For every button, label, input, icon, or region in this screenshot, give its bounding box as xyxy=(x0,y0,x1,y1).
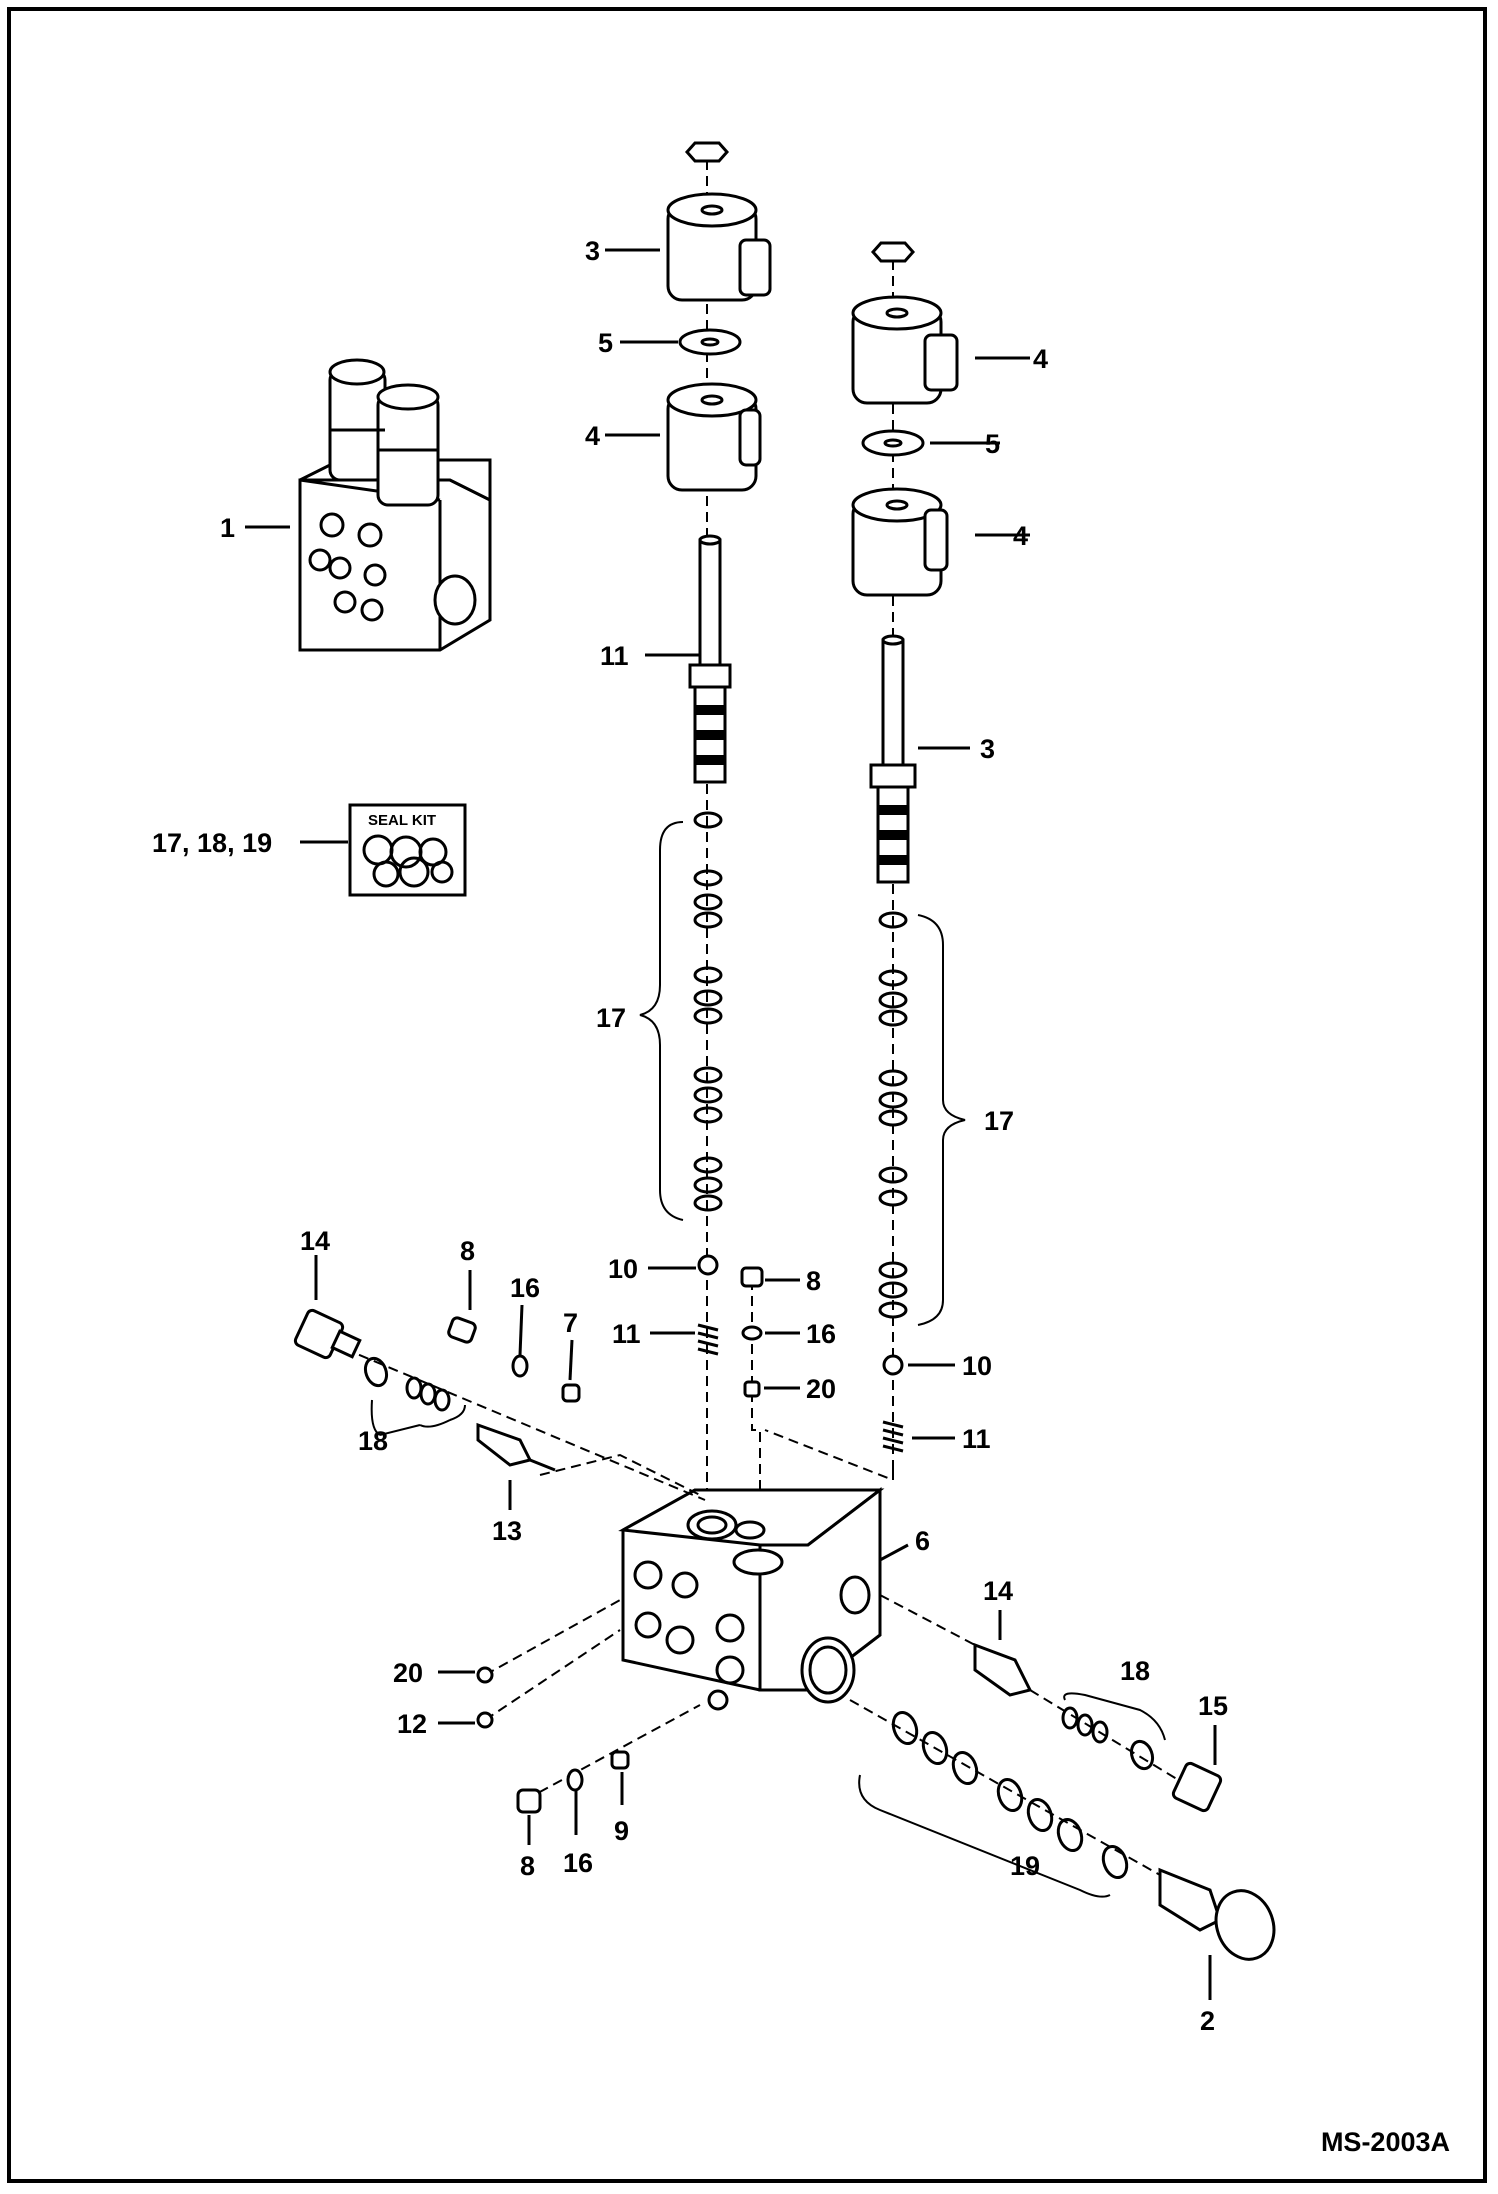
callout-8: 8 xyxy=(460,1236,475,1266)
assembled-valve xyxy=(298,358,492,652)
callout-3: 3 xyxy=(980,734,995,764)
callout-18: 18 xyxy=(1120,1656,1150,1686)
callout-4: 3 xyxy=(585,236,600,266)
callout-4: 4 xyxy=(1013,521,1028,551)
callout-18: 18 xyxy=(358,1426,388,1456)
large-cartridge-parts xyxy=(849,1699,1276,1961)
callout-9: 9 xyxy=(614,1816,629,1846)
diagram-border xyxy=(7,7,1487,2183)
callout-6: 6 xyxy=(915,1526,930,1556)
callout-2: 2 xyxy=(1200,2006,1215,2036)
right-relief-parts xyxy=(879,1594,1223,1813)
front-plug-parts xyxy=(476,1599,701,1814)
callout-labels: 3 5 4 4 5 4 1 11 3 17, 18, 19 17 17 10 8… xyxy=(152,236,1228,2036)
seal-kit-label: SEAL KIT xyxy=(368,812,436,829)
diagram-code: MS-2003A xyxy=(1320,2127,1450,2157)
callout-8: 8 xyxy=(520,1851,535,1881)
callout-12: 11 xyxy=(600,641,629,671)
callout-14: 13 xyxy=(492,1516,522,1546)
callout-4: 4 xyxy=(585,421,600,451)
callout-17: 17 xyxy=(596,1003,626,1033)
leader-lines xyxy=(245,248,1217,2000)
callout-20: 20 xyxy=(393,1658,423,1688)
callout-15: 14 xyxy=(300,1226,330,1256)
callout-17: 17 xyxy=(984,1106,1014,1136)
middle-small-parts xyxy=(740,1266,764,1530)
callout-16: 16 xyxy=(510,1273,540,1303)
left-plug-parts xyxy=(447,1316,581,1403)
right-solenoid-stack xyxy=(764,241,959,1482)
callout-13: 12 xyxy=(397,1709,427,1739)
callout-20: 20 xyxy=(806,1374,836,1404)
callout-1: 1 xyxy=(220,513,235,543)
callout-10: 10 xyxy=(962,1351,992,1381)
callout-8: 8 xyxy=(806,1266,821,1296)
grouping-brackets xyxy=(639,821,966,1326)
callout-7: 7 xyxy=(563,1308,578,1338)
callout-11: 11 xyxy=(962,1424,991,1454)
callout-16: 16 xyxy=(806,1319,836,1349)
callout-5: 5 xyxy=(598,328,613,358)
callout-14: 14 xyxy=(983,1576,1013,1606)
left-solenoid-stack xyxy=(666,141,772,1525)
left-relief-parts xyxy=(293,1308,706,1501)
seal-kit: SEAL KIT xyxy=(348,803,467,897)
callout-11: 11 xyxy=(612,1319,641,1349)
callout-5: 5 xyxy=(985,429,1000,459)
callout-4: 4 xyxy=(1033,344,1048,374)
valve-body xyxy=(618,1486,885,1711)
callout-15: 15 xyxy=(1198,1691,1228,1721)
callout-10: 10 xyxy=(608,1254,638,1284)
callout-16: 16 xyxy=(563,1848,593,1878)
callout-17-18-19: 17, 18, 19 xyxy=(152,828,272,858)
callout-19: 19 xyxy=(1010,1851,1040,1881)
